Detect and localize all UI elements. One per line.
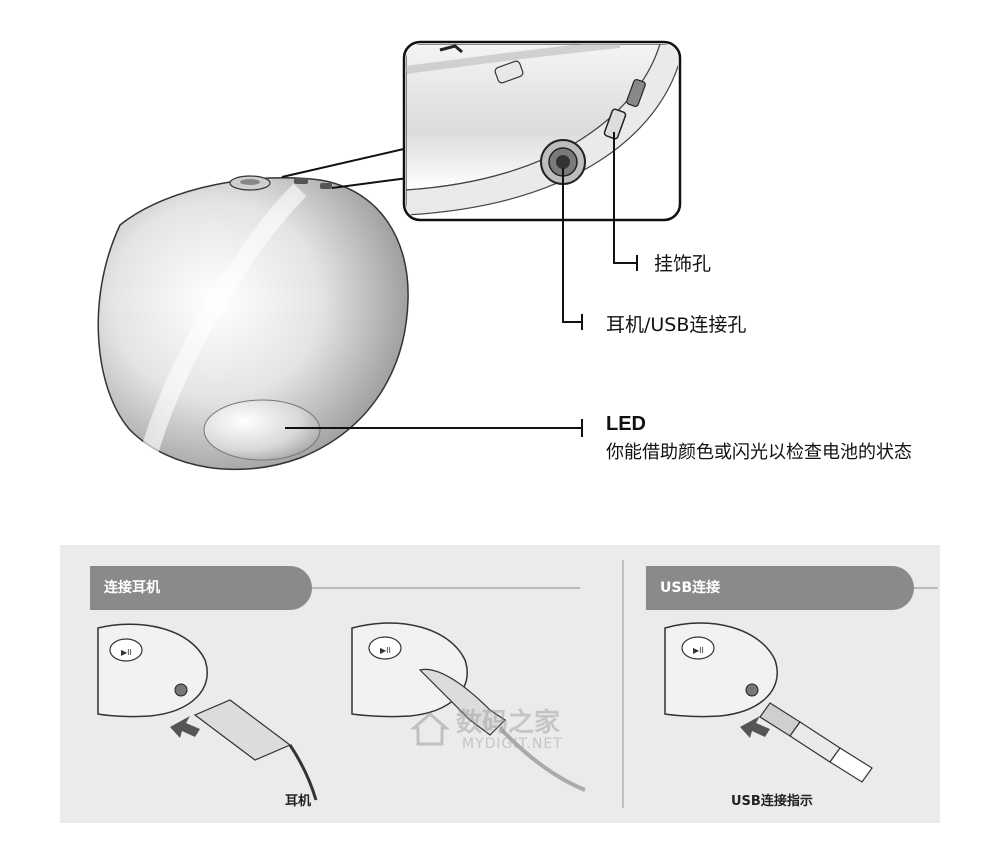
device-body xyxy=(97,177,409,471)
earphone-usb-port-label: 耳机/USB连接孔 xyxy=(606,314,747,336)
top-port-small xyxy=(229,175,332,191)
led-description: 你能借助颜色或闪光以检查电池的状态 xyxy=(606,442,912,463)
instruction-graphics: ▶II ▶II ▶II xyxy=(97,560,938,808)
lanyard-hole-zoom xyxy=(603,78,646,140)
usb-connection-caption: USB连接指示 xyxy=(731,794,813,809)
svg-text:▶II: ▶II xyxy=(693,646,704,655)
usb-step-illustration: ▶II xyxy=(664,622,873,783)
watermark-brand: 数码之家 xyxy=(456,708,561,738)
connect-earphones-title: 连接耳机 xyxy=(90,566,312,610)
earphone-jack-zoom xyxy=(540,139,586,185)
watermark-logo: 数码之家 MYDIGIT.NET xyxy=(410,700,590,760)
lanyard-hole-label: 挂饰孔 xyxy=(654,253,712,275)
insert-arrow-icon xyxy=(740,716,770,738)
device-illustration xyxy=(97,40,682,471)
earphone-step1-illustration: ▶II xyxy=(97,623,318,801)
svg-text:▶II: ▶II xyxy=(121,648,132,657)
watermark-url: MYDIGIT.NET xyxy=(462,736,563,752)
earphone-step2-illustration: ▶II xyxy=(351,622,586,792)
zoom-detail-box xyxy=(402,40,682,222)
svg-text:▶II: ▶II xyxy=(380,646,391,655)
led-window xyxy=(203,399,321,461)
insert-arrow-icon xyxy=(170,716,200,738)
led-title: LED xyxy=(606,413,646,435)
house-icon xyxy=(410,712,450,746)
earphones-caption: 耳机 xyxy=(285,794,312,809)
usb-connection-title: USB连接 xyxy=(646,566,914,610)
usb-plug xyxy=(829,747,873,783)
zoom-connector-lines xyxy=(281,147,409,189)
leader-lines xyxy=(285,132,638,437)
